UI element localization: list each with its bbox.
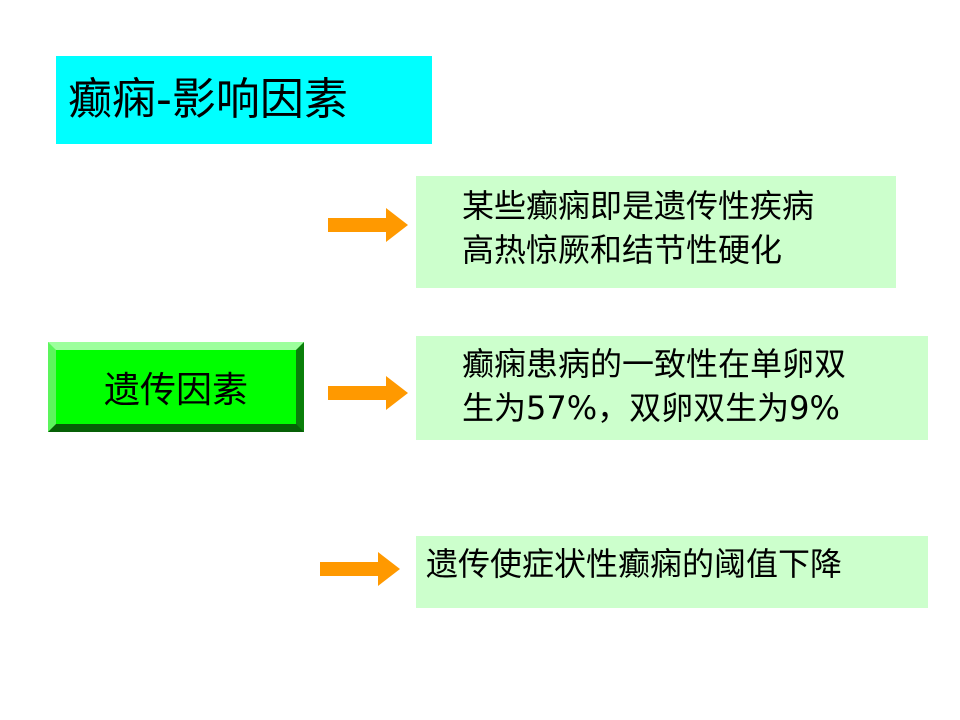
arrow-right-icon [328, 376, 408, 410]
info-line: 生为57%，双卵双生为9% [462, 389, 840, 427]
info-box-threshold: 遗传使症状性癫痫的阈值下降 [416, 536, 928, 608]
genetic-factor-label: 遗传因素 [103, 370, 248, 411]
info-line: 遗传使症状性癫痫的阈值下降 [426, 545, 843, 583]
slide-title: 癫痫-影响因素 [56, 56, 432, 144]
arrow-right-icon [328, 208, 408, 242]
genetic-factor-button[interactable]: 遗传因素 [48, 342, 304, 432]
arrow-right-icon [320, 552, 400, 586]
info-line: 高热惊厥和结节性硬化 [462, 231, 783, 269]
info-box-hereditary-diseases: 某些癫痫即是遗传性疾病 高热惊厥和结节性硬化 [416, 176, 896, 288]
info-box-twin-concordance: 癫痫患病的一致性在单卵双 生为57%，双卵双生为9% [416, 336, 928, 440]
info-line: 癫痫患病的一致性在单卵双 [462, 345, 847, 383]
info-line: 某些癫痫即是遗传性疾病 [462, 187, 815, 225]
slide-title-text: 癫痫-影响因素 [68, 74, 348, 125]
